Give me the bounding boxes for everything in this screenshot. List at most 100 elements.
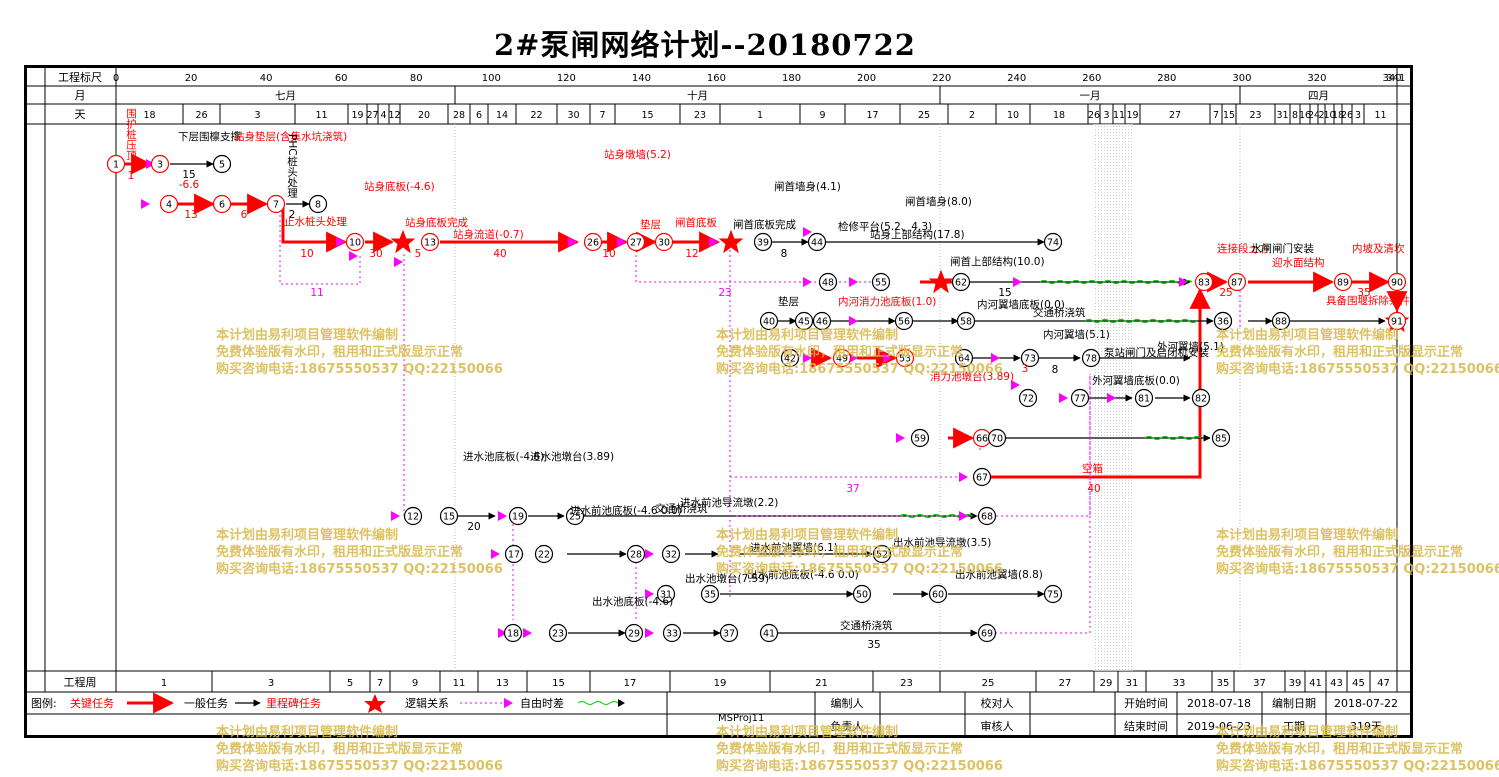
task-label: 内河消力池底板(1.0): [838, 295, 936, 308]
svg-text:82: 82: [1195, 394, 1207, 405]
day-cell: 18: [143, 110, 155, 121]
scale-tick: 240: [1007, 73, 1026, 84]
month-cell: 七月: [275, 90, 296, 102]
day-cell: 18: [1332, 110, 1344, 121]
node-41: 41: [759, 623, 779, 643]
task-duration: 15: [182, 169, 195, 181]
node-59: 59: [910, 428, 930, 448]
scale-tick: 100: [482, 73, 501, 84]
node-32: 32: [661, 544, 681, 564]
node-50: 50: [852, 584, 872, 604]
logic-arrow: [349, 251, 358, 261]
day-cell: 1: [757, 110, 763, 121]
task-label: 空箱: [1082, 462, 1103, 475]
svg-text:40: 40: [763, 317, 775, 328]
task-label: 闸首墙身(4.1): [774, 180, 841, 193]
svg-text:62: 62: [955, 278, 967, 289]
node-6: 6: [212, 194, 232, 214]
logic-arrow: [803, 353, 812, 363]
month-cell: 四月: [1308, 90, 1329, 102]
normal-tasks: [170, 160, 1386, 637]
node-7: 7: [266, 194, 286, 214]
svg-text:45: 45: [798, 317, 810, 328]
date-label: 编制日期: [1272, 696, 1316, 710]
svg-text:31: 31: [660, 590, 672, 601]
day-cell: 14: [496, 110, 508, 121]
svg-text:18: 18: [507, 629, 519, 640]
scale-tick: 320: [1307, 73, 1326, 84]
week-cell: 13: [496, 678, 509, 689]
watermark: 本计划由易利项目管理软件编制免费体验版有水印，租用和正式版显示正常购买咨询电话:…: [216, 528, 503, 577]
svg-text:26: 26: [587, 238, 599, 249]
day-cell: 27: [1169, 110, 1181, 121]
node-74: 74: [1043, 232, 1063, 252]
logic-arrow: [141, 199, 150, 209]
svg-text:52: 52: [876, 550, 888, 561]
node-40: 40: [759, 311, 779, 331]
task-label: 出水池墩台(7.59): [685, 572, 769, 585]
task-label: 垫层: [778, 295, 799, 308]
task-duration: 25: [1219, 287, 1232, 299]
week-cell: 47: [1377, 678, 1390, 689]
day-cell: 3: [1355, 110, 1361, 121]
day-cell: 24: [1308, 110, 1320, 121]
svg-text:64: 64: [958, 354, 970, 365]
week-cell: 31: [1126, 678, 1139, 689]
task-label: 水闸闸门安装: [1251, 242, 1314, 255]
scale-tick: 340: [1382, 73, 1401, 84]
node-67: 67: [972, 467, 992, 487]
task-duration: 6: [241, 209, 248, 221]
task-label: 内河翼墙底板(0.0): [977, 298, 1065, 311]
day-cell: 16: [1299, 110, 1311, 121]
legend-critical: 关键任务: [70, 696, 114, 710]
day-cell: 26: [195, 110, 207, 121]
svg-text:66: 66: [976, 434, 988, 445]
legend-normal: 一般任务: [184, 697, 228, 710]
task-label: 垫层: [640, 218, 661, 231]
day-cell: 15: [1223, 110, 1235, 121]
day-cell: 17: [866, 110, 878, 121]
task-label: 交通桥浇筑: [1033, 306, 1086, 319]
day-cell: 22: [530, 110, 542, 121]
task-label: PHC桩头处理: [286, 134, 298, 198]
legend-logic: 逻辑关系: [405, 696, 449, 710]
day-cell: 19: [351, 110, 363, 121]
node-58: 58: [956, 311, 976, 331]
node-4: 4: [159, 194, 179, 214]
svg-text:6: 6: [219, 200, 225, 211]
node-31: 31: [656, 584, 676, 604]
logic-arrow: [849, 277, 858, 287]
week-cell: 35: [1217, 678, 1230, 689]
day-cell: 4: [380, 110, 386, 121]
svg-text:41: 41: [763, 629, 775, 640]
week-cell: 27: [1059, 678, 1072, 689]
day-cell: 11: [315, 110, 327, 121]
node-42: 42: [780, 348, 800, 368]
node-23: 23: [548, 623, 568, 643]
task-label: 站身墩墙(5.2): [604, 148, 671, 161]
watermark: 本计划由易利项目管理软件编制免费体验版有水印，租用和正式版显示正常购买咨询电话:…: [1216, 528, 1499, 577]
day-cell: 2: [1318, 110, 1324, 121]
software-name: MSProj11: [718, 713, 764, 724]
node-19: 19: [508, 506, 528, 526]
svg-text:73: 73: [1024, 354, 1036, 365]
week-cell: 33: [1173, 678, 1186, 689]
scale-tick: 160: [707, 73, 726, 84]
node-78: 78: [1081, 348, 1101, 368]
owner-label: 负责人: [831, 719, 864, 733]
scale-tick: 40: [260, 73, 273, 84]
legend-logic-arrow: [504, 698, 513, 708]
node-91: 91: [1387, 311, 1407, 331]
node-69: 69: [977, 623, 997, 643]
task-duration: 20: [467, 521, 480, 533]
watermark: 本计划由易利项目管理软件编制免费体验版有水印，租用和正式版显示正常购买咨询电话:…: [216, 725, 503, 774]
node-72: 72: [1018, 388, 1038, 408]
scale-tick: 341: [1386, 73, 1405, 84]
day-cell: 23: [1249, 110, 1261, 121]
task-label: 内河翼墙(5.1): [1043, 328, 1110, 341]
svg-text:39: 39: [757, 238, 769, 249]
task-label: 迎水面结构: [1272, 256, 1325, 269]
